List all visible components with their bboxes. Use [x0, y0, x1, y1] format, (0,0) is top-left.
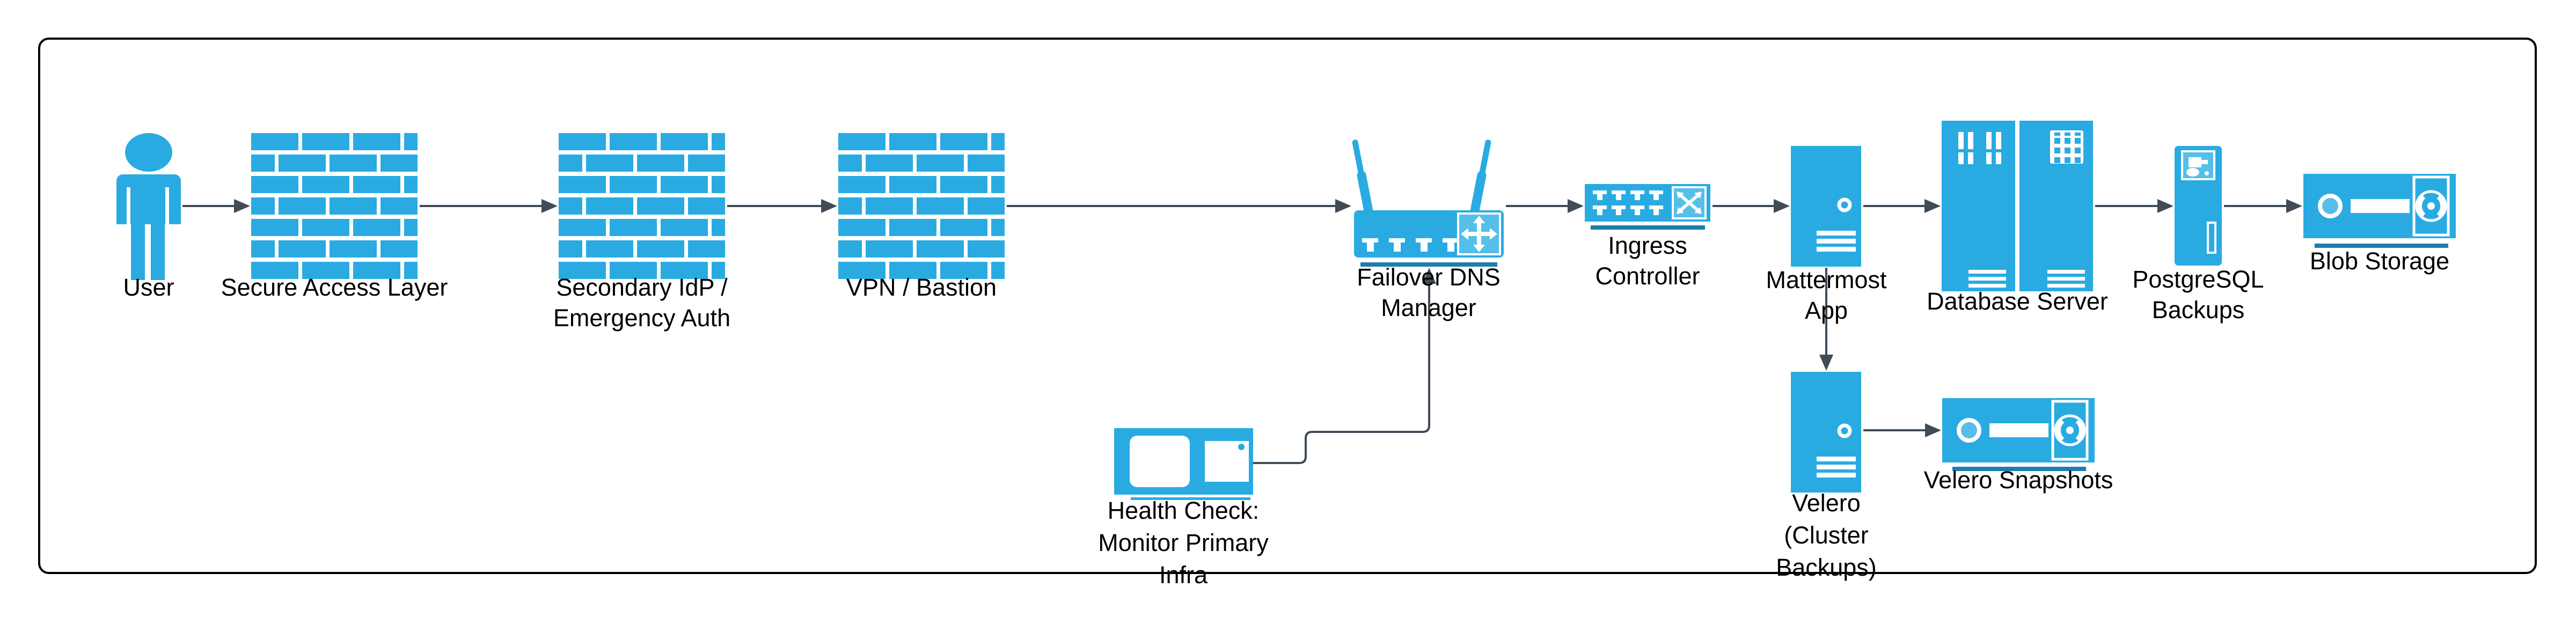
icon-base-bar [2315, 244, 2448, 248]
arrow-vpn-to-failover-dns [1007, 199, 1351, 213]
node-label: Velero Snapshots [1924, 466, 2113, 494]
firewall-icon [559, 133, 725, 279]
node-failover-dns-manager: Failover DNS Manager [1352, 139, 1504, 321]
disk-storage-icon [1942, 398, 2095, 462]
node-label: (Cluster [1784, 521, 1869, 549]
node-user: User [116, 133, 181, 301]
node-label: Backups [2152, 296, 2245, 324]
disk-storage-icon [2303, 174, 2456, 238]
server-tower-icon [1791, 372, 1861, 493]
node-label: Monitor Primary [1098, 529, 1269, 556]
node-label: Secondary IdP / [556, 274, 728, 301]
node-label: PostgreSQL [2132, 266, 2264, 293]
node-secure-access-layer: Secure Access Layer [221, 133, 448, 301]
node-label: Mattermost [1766, 266, 1887, 293]
arrow-database-to-postgresql [2095, 199, 2174, 213]
node-label: Velero [1792, 489, 1861, 517]
network-switch-icon [1585, 184, 1710, 230]
server-tower-icon [1791, 146, 1861, 267]
node-label: Ingress [1608, 232, 1687, 259]
arrow-velero-to-snapshots [1863, 423, 1941, 437]
node-label: Secure Access Layer [221, 274, 448, 301]
node-health-check: Health Check: Monitor Primary Infra [1098, 428, 1269, 589]
node-postgresql-backups: PostgreSQL Backups [2132, 146, 2264, 324]
node-secondary-idp: Secondary IdP / Emergency Auth [553, 133, 730, 332]
arrow-ingress-to-mattermost [1713, 199, 1790, 213]
diagram-border [38, 38, 2537, 574]
arrow-mattermost-to-velero [1819, 268, 1833, 371]
node-blob-storage: Blob Storage [2303, 174, 2456, 275]
node-label: Controller [1595, 262, 1700, 290]
arrow-user-to-secure-access [182, 199, 250, 213]
connector-health-check-to-failover-dns [1253, 268, 1436, 464]
edges [182, 199, 2302, 464]
node-label: Infra [1159, 561, 1208, 589]
node-label: Failover DNS [1357, 263, 1501, 291]
arrow-failover-dns-to-ingress [1506, 199, 1584, 213]
backup-server-icon [2175, 146, 2222, 266]
node-vpn-bastion: VPN / Bastion [838, 133, 1005, 301]
arrow-secondary-idp-to-vpn [727, 199, 837, 213]
health-monitor-icon [1114, 428, 1253, 500]
node-label: Blob Storage [2310, 247, 2449, 275]
node-label: User [123, 274, 174, 301]
node-label: Manager [1381, 294, 1476, 321]
node-velero: Velero (Cluster Backups) [1776, 372, 1877, 581]
node-velero-snapshots: Velero Snapshots [1924, 398, 2113, 494]
arrow-mattermost-to-database [1863, 199, 1941, 213]
arrow-postgresql-to-blob [2224, 199, 2302, 213]
node-label: Backups) [1776, 554, 1877, 581]
arrow-secure-access-to-secondary-idp [420, 199, 558, 213]
person-icon [116, 133, 181, 280]
icon-base-bar [1952, 467, 2086, 471]
node-label: VPN / Bastion [846, 274, 997, 301]
firewall-icon [251, 133, 418, 279]
node-mattermost-app: Mattermost App [1766, 146, 1887, 324]
server-rack-icon [1942, 121, 2093, 291]
node-database-server: Database Server [1927, 121, 2108, 315]
node-label: Emergency Auth [553, 304, 730, 332]
node-label: App [1805, 297, 1848, 324]
wireless-router-icon [1352, 139, 1504, 267]
node-label: Database Server [1927, 288, 2108, 315]
node-ingress-controller: Ingress Controller [1585, 184, 1710, 290]
firewall-icon [838, 133, 1005, 279]
node-label: Health Check: [1108, 497, 1260, 524]
